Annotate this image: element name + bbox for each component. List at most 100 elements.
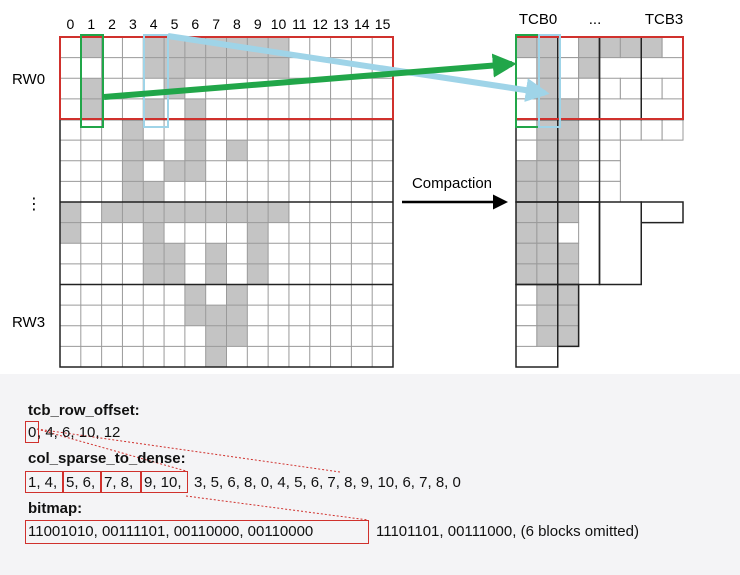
dense-cell bbox=[599, 77, 621, 100]
dense-nonzero-cell bbox=[536, 201, 559, 224]
dense-nonzero-cell bbox=[557, 242, 580, 265]
col-index-label: 4 bbox=[150, 16, 158, 32]
col-sparse-to-dense-label: col_sparse_to_dense: bbox=[28, 450, 186, 467]
col-sparse-to-dense-rest: 3, 5, 6, 8, 0, 4, 5, 6, 7, 8, 9, 10, 6, … bbox=[194, 474, 461, 491]
dense-nonzero-cell bbox=[557, 160, 580, 182]
sparse-nonzero-cell bbox=[205, 202, 227, 223]
sparse-nonzero-cell bbox=[184, 57, 206, 79]
col-index-label: 8 bbox=[233, 16, 241, 32]
dense-cell bbox=[599, 180, 621, 203]
dense-cell bbox=[515, 57, 538, 79]
sparse-nonzero-cell bbox=[143, 140, 165, 161]
sparse-nonzero-cell bbox=[164, 160, 185, 182]
tcb-block bbox=[598, 201, 642, 286]
dense-cell bbox=[515, 284, 538, 306]
compaction-label: Compaction bbox=[412, 175, 492, 192]
dense-cell bbox=[619, 119, 642, 141]
dense-nonzero-cell bbox=[536, 304, 559, 327]
col-group-4: 9, 10, bbox=[144, 474, 182, 491]
dense-nonzero-cell bbox=[515, 242, 538, 265]
sparse-nonzero-cell bbox=[143, 222, 165, 244]
tcb3-label: TCB3 bbox=[645, 11, 683, 28]
dense-nonzero-cell bbox=[557, 284, 580, 306]
dense-nonzero-cell bbox=[536, 139, 559, 162]
dense-cell bbox=[661, 36, 684, 59]
col-index-label: 3 bbox=[129, 16, 137, 32]
sparse-nonzero-cell bbox=[80, 78, 102, 99]
col-group-1: 1, 4, bbox=[28, 474, 58, 491]
col-index-label: 14 bbox=[354, 16, 370, 32]
col-index-label: 0 bbox=[67, 16, 75, 32]
col-index-label: 10 bbox=[271, 16, 287, 32]
dense-nonzero-cell bbox=[557, 325, 580, 347]
sparse-nonzero-cell bbox=[247, 243, 269, 264]
dense-nonzero-cell bbox=[578, 57, 600, 79]
sparse-nonzero-cell bbox=[80, 37, 102, 58]
sparse-nonzero-cell bbox=[164, 243, 185, 264]
sparse-nonzero-cell bbox=[143, 263, 165, 285]
dense-nonzero-cell bbox=[536, 119, 559, 141]
sparse-nonzero-cell bbox=[60, 202, 81, 223]
dense-nonzero-cell bbox=[536, 325, 559, 347]
dense-cell bbox=[640, 77, 663, 100]
tcb-block bbox=[640, 201, 684, 224]
sparse-nonzero-cell bbox=[143, 181, 165, 202]
col-group-box-1 bbox=[25, 471, 63, 493]
tcb0-label: TCB0 bbox=[519, 11, 557, 28]
sparse-nonzero-cell bbox=[205, 305, 227, 326]
sparse-nonzero-cell bbox=[80, 98, 102, 120]
dense-nonzero-cell bbox=[640, 36, 663, 59]
sparse-nonzero-cell bbox=[184, 284, 206, 306]
col-index-label: 9 bbox=[254, 16, 262, 32]
sparse-nonzero-cell bbox=[184, 305, 206, 326]
dense-nonzero-cell bbox=[536, 160, 559, 182]
dense-cell bbox=[515, 325, 538, 347]
rw0-highlight-box bbox=[59, 36, 394, 120]
bitmap-rest: 11101101, 00111000, (6 blocks omitted) bbox=[376, 523, 639, 540]
dense-nonzero-cell bbox=[515, 263, 538, 285]
dense-nonzero-cell bbox=[578, 36, 600, 59]
tcb-block bbox=[557, 283, 580, 348]
sparse-nonzero-cell bbox=[226, 284, 248, 306]
dense-nonzero-cell bbox=[557, 201, 580, 224]
dense-nonzero-cell bbox=[536, 284, 559, 306]
col-index-label: 2 bbox=[108, 16, 116, 32]
dense-nonzero-cell bbox=[619, 36, 642, 59]
dense-cell bbox=[578, 180, 600, 203]
col-group-box-2 bbox=[63, 471, 101, 493]
sparse-nonzero-cell bbox=[205, 346, 227, 367]
sparse-nonzero-cell bbox=[205, 243, 227, 264]
col-index-label: 13 bbox=[333, 16, 349, 32]
dense-nonzero-cell bbox=[536, 77, 559, 100]
sparse-nonzero-cell bbox=[101, 202, 123, 223]
col-group-box-4 bbox=[141, 471, 188, 493]
dense-cell bbox=[599, 160, 621, 182]
rw-ellipsis-label: ⋮ bbox=[26, 194, 42, 213]
col-index-label: 12 bbox=[312, 16, 328, 32]
dense-nonzero-cell bbox=[557, 139, 580, 162]
sparse-nonzero-cell bbox=[226, 140, 248, 161]
dense-cell bbox=[515, 139, 538, 162]
sparse-nonzero-cell bbox=[143, 37, 165, 58]
sparse-nonzero-cell bbox=[226, 305, 248, 326]
sparse-nonzero-cell bbox=[205, 57, 227, 79]
sparse-nonzero-cell bbox=[184, 202, 206, 223]
sparse-col1-green-box bbox=[80, 34, 104, 128]
bitmap-label: bitmap: bbox=[28, 500, 83, 517]
sparse-nonzero-cell bbox=[122, 119, 144, 141]
metadata-panel: tcb_row_offset: 0 , 4, 6, 10, 12 col_spa… bbox=[0, 374, 740, 575]
tcb-row-offset-first-box bbox=[25, 421, 39, 443]
sparse-nonzero-cell bbox=[184, 119, 206, 141]
dense-nonzero-cell bbox=[515, 222, 538, 244]
col-group-2: 5, 6, bbox=[66, 474, 96, 491]
sparse-nonzero-cell bbox=[143, 243, 165, 264]
dense-cell bbox=[515, 304, 538, 327]
dense-nonzero-cell bbox=[536, 36, 559, 59]
green-mapping-arrow bbox=[103, 53, 517, 100]
dense-cell bbox=[661, 119, 684, 141]
dense-cell bbox=[599, 119, 621, 141]
dense-nonzero-cell bbox=[515, 201, 538, 224]
blue-mapping-arrow bbox=[167, 33, 550, 102]
sparse-nonzero-cell bbox=[60, 222, 81, 244]
